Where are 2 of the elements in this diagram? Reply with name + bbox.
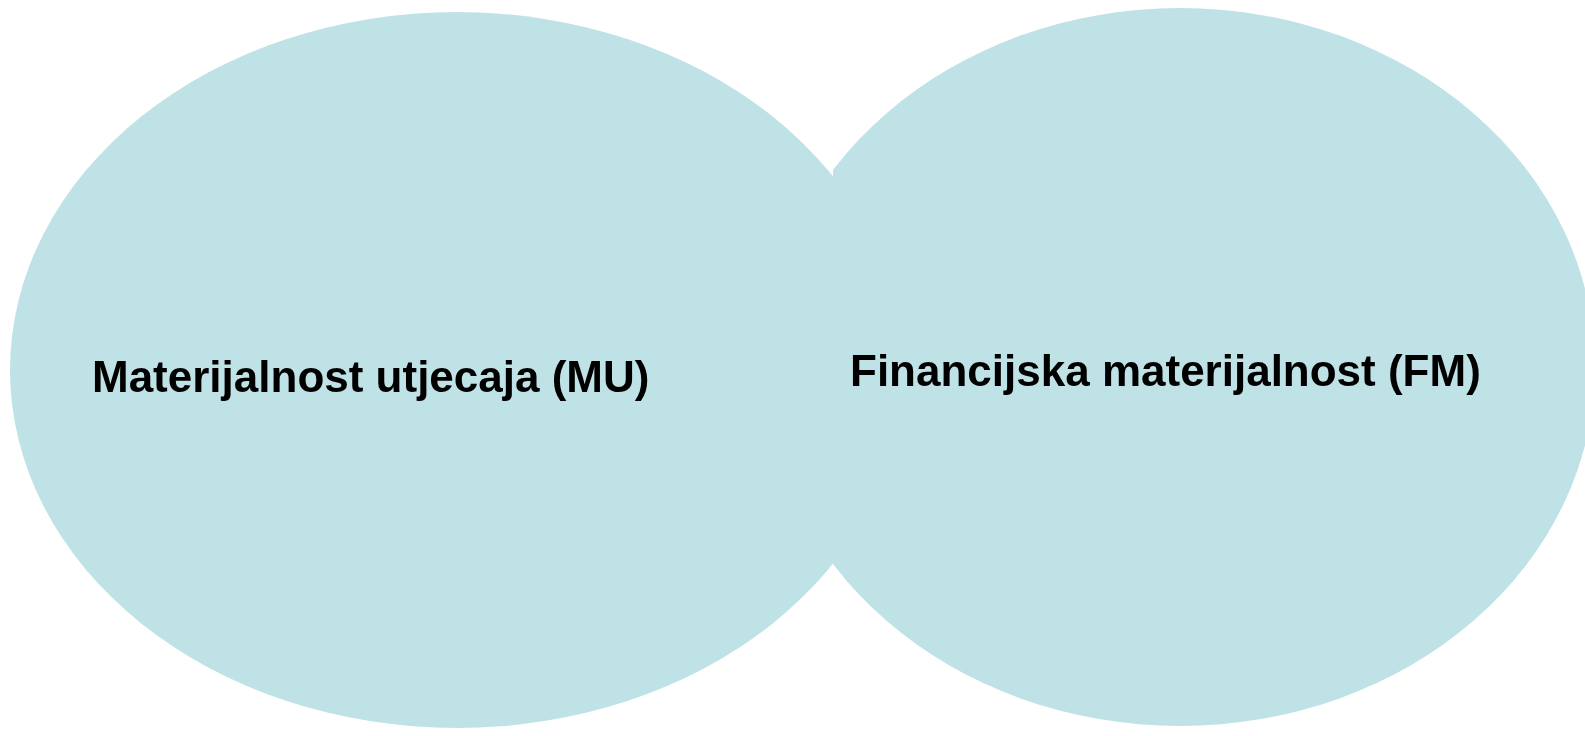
ellipse-label: Materijalnost utjecaja (MU) — [92, 352, 650, 402]
ellipse-label: Financijska materijalnost (FM) — [850, 346, 1481, 396]
